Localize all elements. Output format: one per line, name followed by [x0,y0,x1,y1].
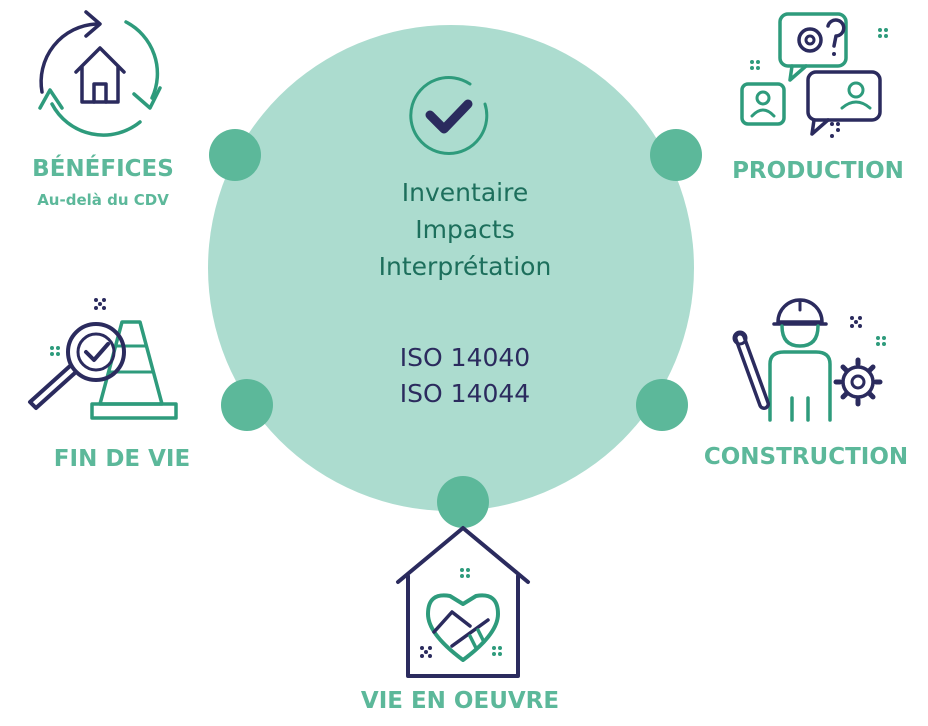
node-construction [636,379,688,431]
check-circle-icon [409,76,489,156]
magnifier-cone-icon [28,298,178,420]
central-circle [208,25,694,511]
stage-label-construction: CONSTRUCTION [703,444,909,470]
discussion-gear-icon [740,12,888,138]
node-vie-en-oeuvre [437,476,489,528]
norm-iso-14040: ISO 14040 [399,343,531,372]
node-fin-de-vie [221,379,273,431]
norm-iso-14044: ISO 14044 [399,379,531,408]
stage-subtitle-benefices: Au-delà du CDV [37,191,169,209]
step-interpretation: Interprétation [378,252,552,281]
method-steps: Inventaire Impacts Interprétation [300,174,630,285]
stage-label-production: PRODUCTION [732,158,904,184]
step-inventaire: Inventaire [401,178,529,207]
house-handshake-icon [396,526,530,678]
stage-label-vie-en-oeuvre: VIE EN OEUVRE [360,688,560,714]
step-impacts: Impacts [415,215,515,244]
iso-norms: ISO 14040 ISO 14044 [300,340,630,412]
worker-gear-icon [732,298,886,422]
node-benefices [209,129,261,181]
recycle-house-icon [38,10,162,137]
stage-label-benefices: BÉNÉFICES [32,156,174,182]
stage-label-fin-de-vie: FIN DE VIE [53,446,191,472]
node-production [650,129,702,181]
